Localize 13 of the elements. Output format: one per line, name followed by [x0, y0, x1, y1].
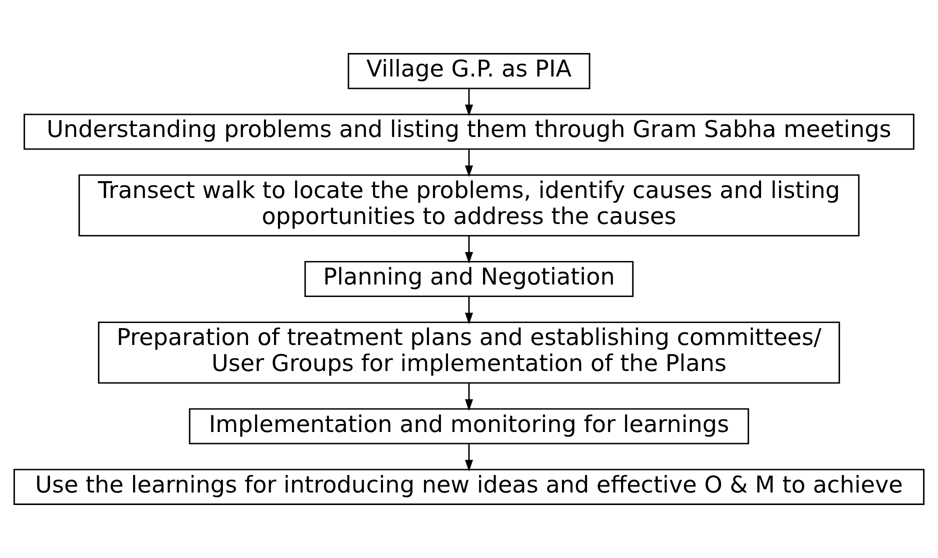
node-box: Village G.P. as PIA: [348, 53, 590, 90]
arrow: [464, 150, 474, 178]
node-box: Understanding problems and listing them through Gram Sabha meetings: [24, 114, 914, 150]
arrow: [464, 236, 474, 264]
arrow: [464, 444, 474, 472]
node-box: Planning and Negotiation: [304, 260, 634, 298]
arrow: [464, 296, 474, 324]
arrow: [464, 88, 474, 116]
node-box: Use the learnings for introducing new ideas and effective O & M to achieve: [14, 468, 924, 505]
node-box: Transect walk to locate the problems, identify causes and listing opportunities to address the causes: [78, 174, 860, 236]
node-box: Implementation and monitoring for learnings: [188, 408, 750, 444]
node-box: Preparation of treatment plans and establishing committees/ User Groups for implementation of the Plans: [98, 322, 840, 384]
arrow: [464, 383, 474, 411]
